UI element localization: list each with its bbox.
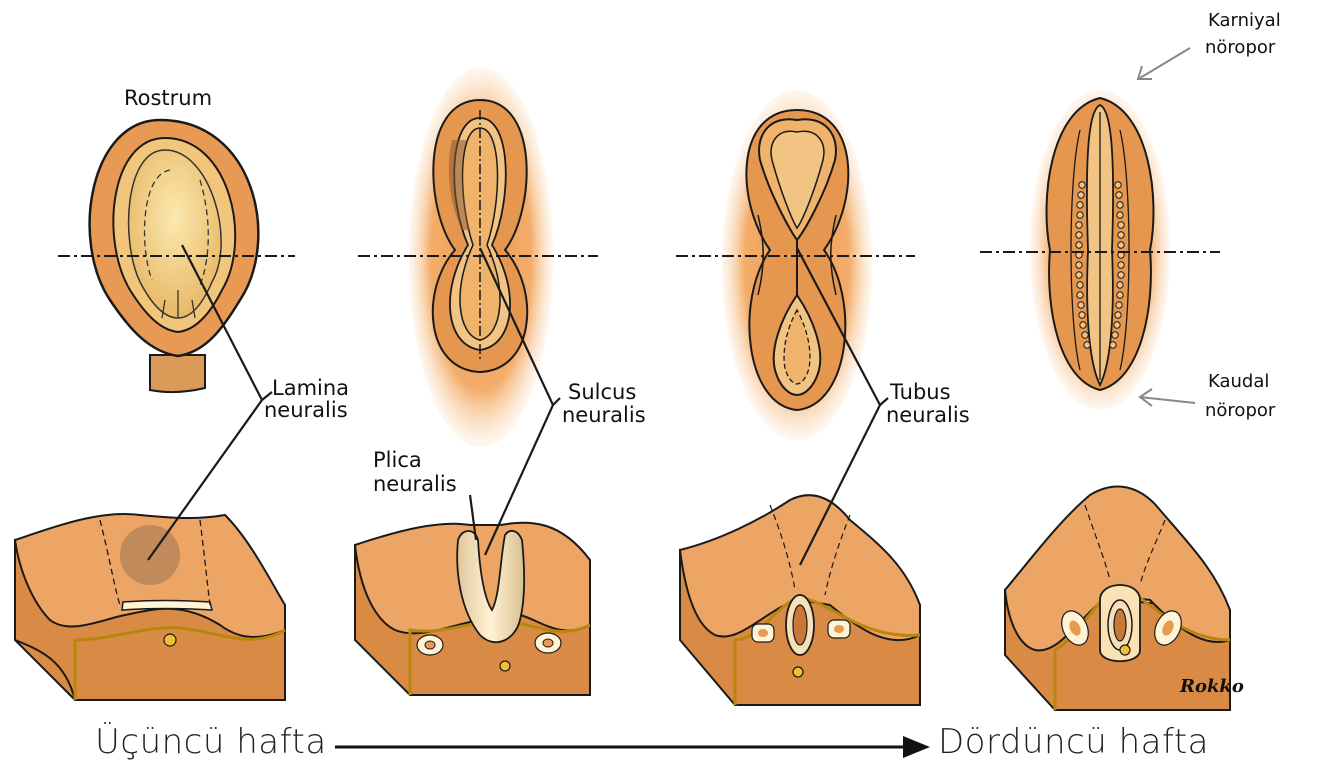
- label-kaudal-line2: nöropor: [1205, 397, 1275, 424]
- label-sulcus-line1: Sulcus: [568, 380, 636, 404]
- embryo-stage-4: [1030, 90, 1170, 410]
- label-plica-line2: neuralis: [373, 472, 457, 496]
- timeline-start-label: Üçüncü hafta: [95, 722, 327, 762]
- embryo-stage-3: [722, 90, 872, 440]
- label-plica-line1: Plica: [373, 448, 422, 472]
- label-lamina-line1: Lamina: [272, 376, 349, 400]
- label-karniyal-line2: nöropor: [1205, 34, 1275, 61]
- artist-signature: Rokko: [1180, 676, 1244, 697]
- label-sulcus-line2: neuralis: [562, 403, 646, 427]
- timeline-end-label: Dördüncü hafta: [938, 722, 1209, 762]
- timeline-arrow: [335, 736, 930, 758]
- label-lamina-line2: neuralis: [264, 398, 348, 422]
- label-rostrum: Rostrum: [124, 86, 212, 110]
- section-block-3: [680, 495, 920, 705]
- karniyal-arrow: [1140, 48, 1190, 78]
- section-block-2: [355, 523, 590, 695]
- label-tubus-line1: Tubus: [890, 380, 951, 404]
- label-tubus-line2: neuralis: [886, 403, 970, 427]
- label-karniyal-line1: Karniyal: [1208, 7, 1281, 34]
- section-block-1: [15, 514, 285, 700]
- label-kaudal-line1: Kaudal: [1208, 368, 1269, 395]
